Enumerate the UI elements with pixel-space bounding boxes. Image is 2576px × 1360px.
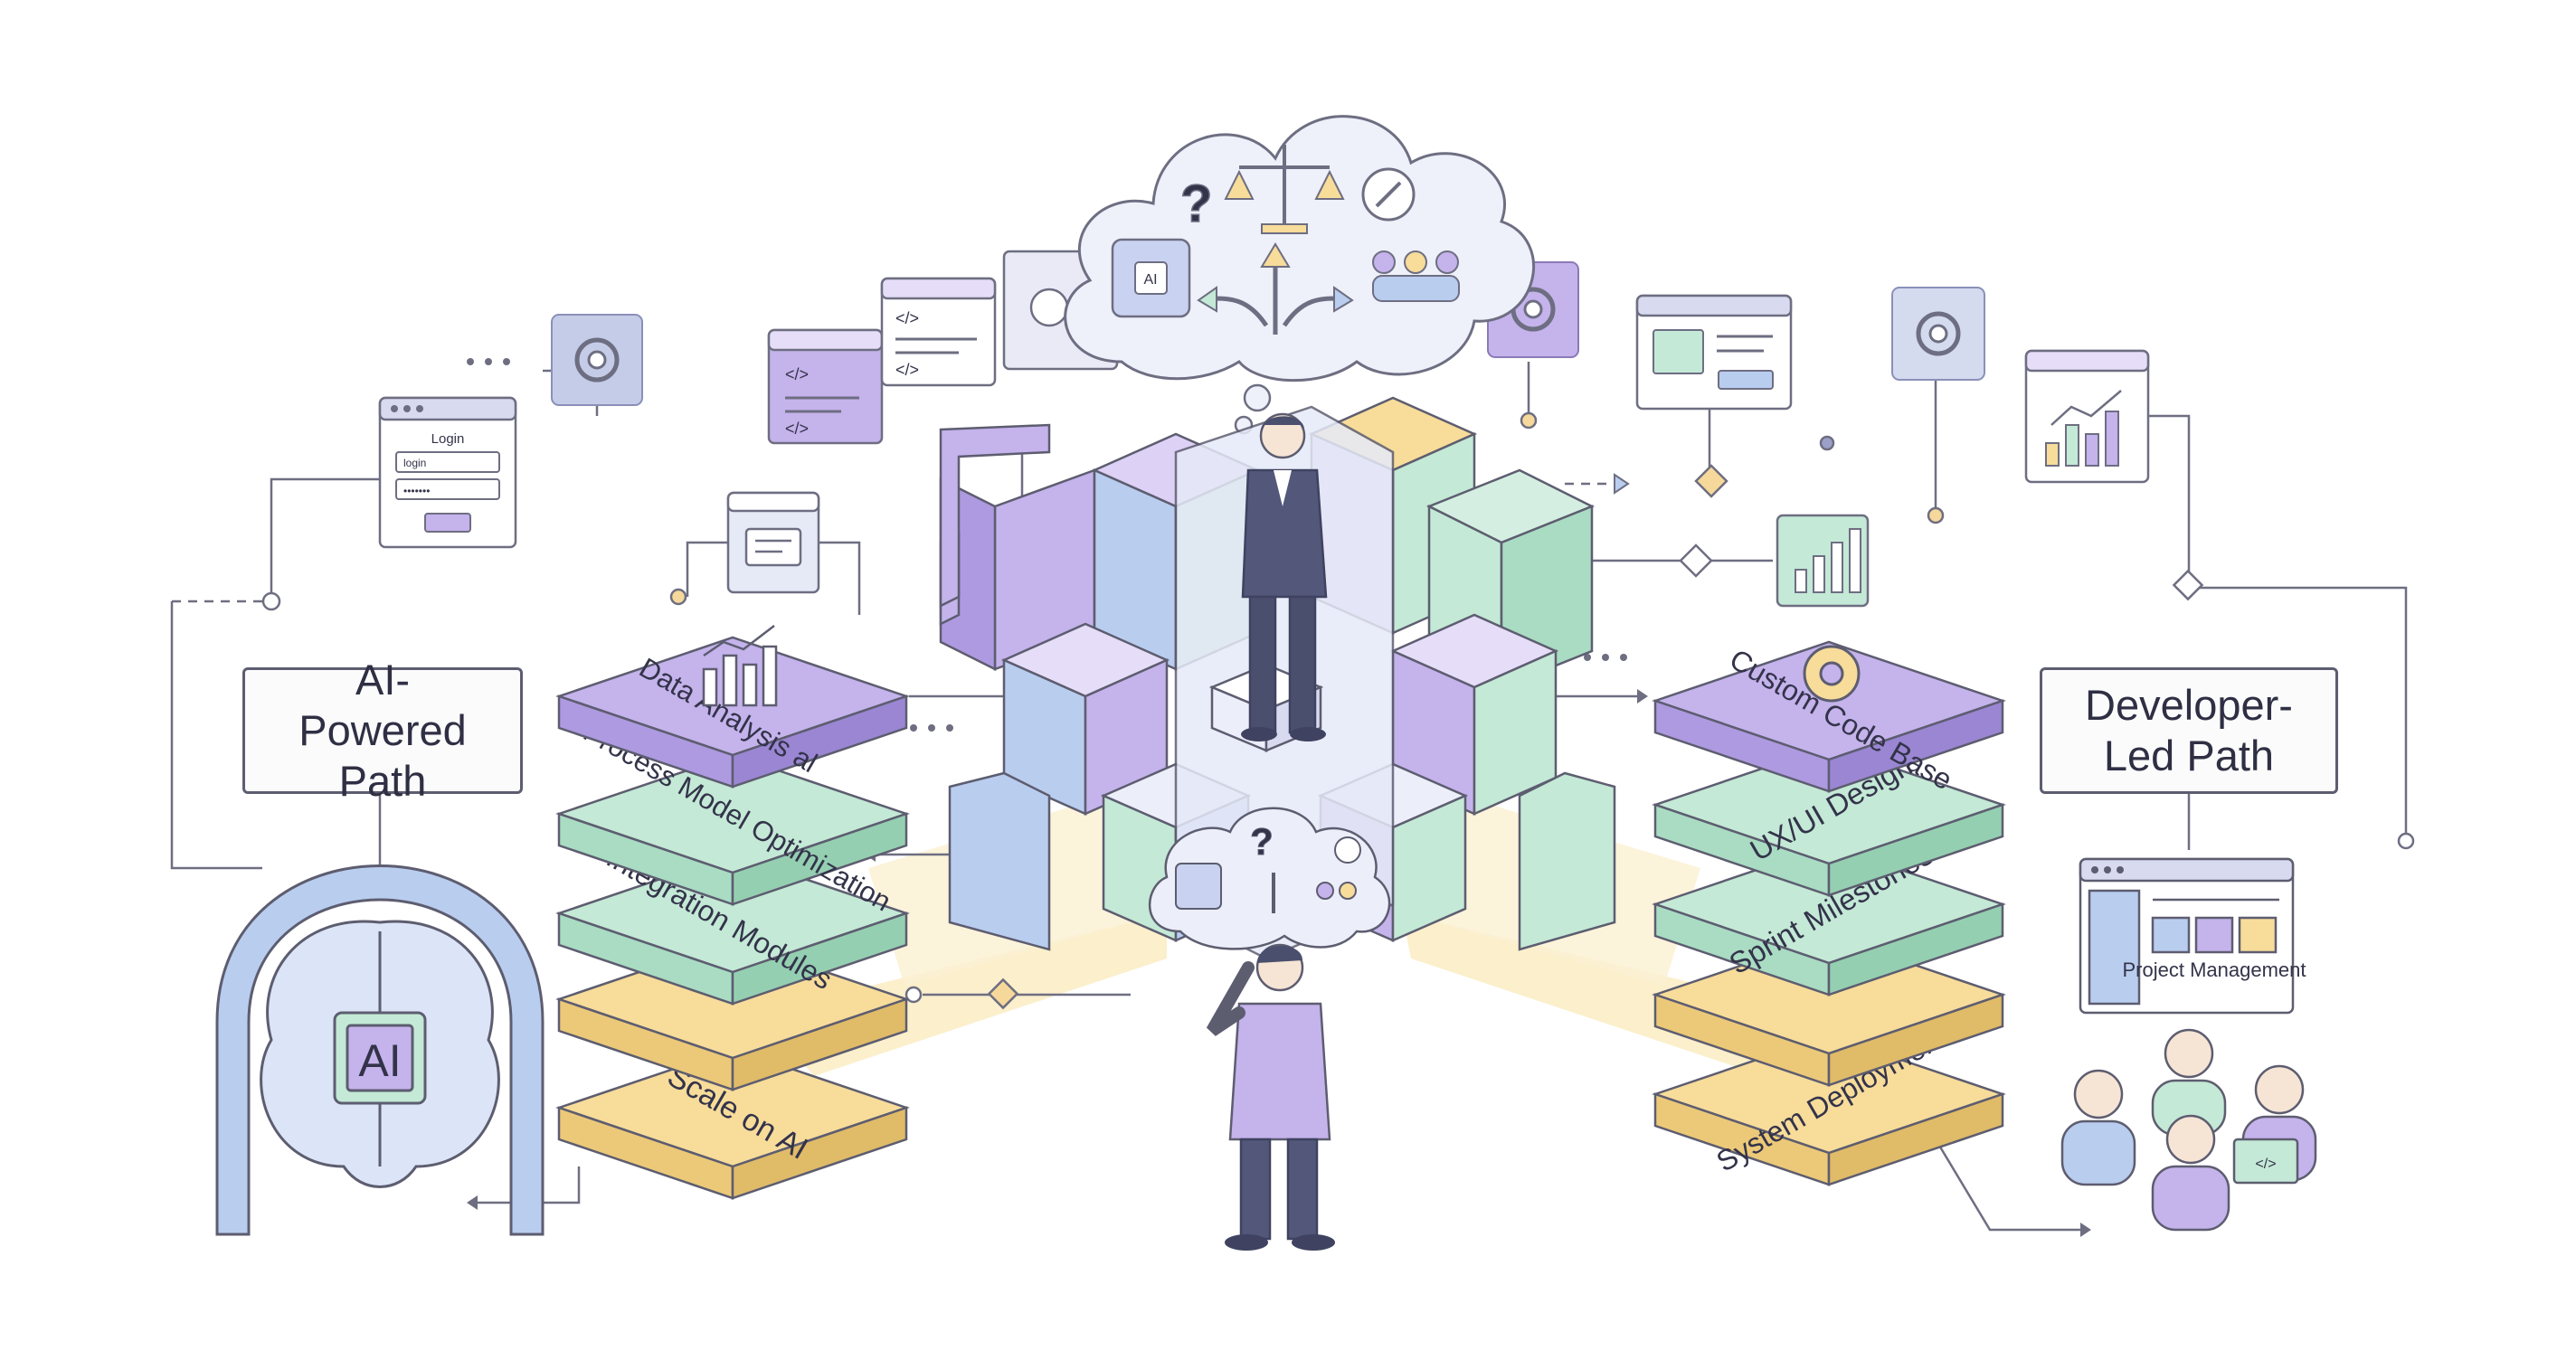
- code-snippet-label: </>: [895, 309, 919, 327]
- code-window: </> </>: [880, 277, 997, 387]
- question-mark: ?: [1180, 175, 1212, 233]
- ai-chip-label: AI: [1143, 272, 1157, 288]
- code-snippet-label: </>: [785, 365, 809, 383]
- brain-chip-label: AI: [358, 1035, 401, 1086]
- chat-window: [726, 491, 820, 594]
- analytics-window: [2024, 349, 2150, 484]
- ai-layer-stack: Scale on AI Integration Modules Process …: [555, 625, 910, 1200]
- developer-led-path-title: Developer-Led Path: [2085, 681, 2293, 779]
- thought-cloud: ? AI: [1064, 115, 1535, 435]
- team-icon: </>: [2060, 1028, 2317, 1232]
- laptop-code-label: </>: [2255, 1157, 2276, 1172]
- thinking-businessman: [1241, 412, 1328, 741]
- login-field: login: [403, 457, 426, 469]
- dev-layer-3: Sprint Milestones: [1652, 837, 2006, 996]
- developer-led-path-label: Developer-Led Path: [2040, 667, 2338, 794]
- dev-layer-2: UX/UI Design: [1652, 744, 2006, 897]
- ai-layer-5: Scale on AI: [555, 1047, 910, 1200]
- project-management-label: Project Management: [2123, 959, 2306, 981]
- thought-cloud-small: ?: [1149, 807, 1391, 950]
- code-snippet-label: </>: [785, 420, 809, 438]
- code-snippet-label: </>: [895, 361, 919, 379]
- ai-powered-path-label: AI-Powered Path: [242, 656, 523, 805]
- dev-layer-stack: System Deployment Sprint Milestones UX/U…: [1652, 640, 2006, 1186]
- project-management-window: Project Management: [2079, 857, 2306, 1015]
- ai-powered-path-title: AI-Powered Path: [298, 656, 467, 805]
- dev-layer-1: Custom Code Base: [1652, 640, 2006, 796]
- login-title: Login: [431, 431, 465, 447]
- password-field: •••••••: [403, 485, 430, 497]
- code-window: </> </>: [767, 328, 884, 445]
- question-mark: ?: [1250, 820, 1274, 863]
- brain-arch-icon: AI: [215, 864, 545, 1236]
- thinking-person: [1206, 943, 1335, 1251]
- gear-icon: [1891, 287, 1985, 381]
- bar-chart-icon: [1776, 514, 1870, 608]
- web-window: [1635, 294, 1793, 411]
- login-window: Login login •••••••: [378, 396, 517, 549]
- gear-icon: [551, 314, 643, 406]
- ai-layer-1: Data Analysis al: [555, 625, 910, 789]
